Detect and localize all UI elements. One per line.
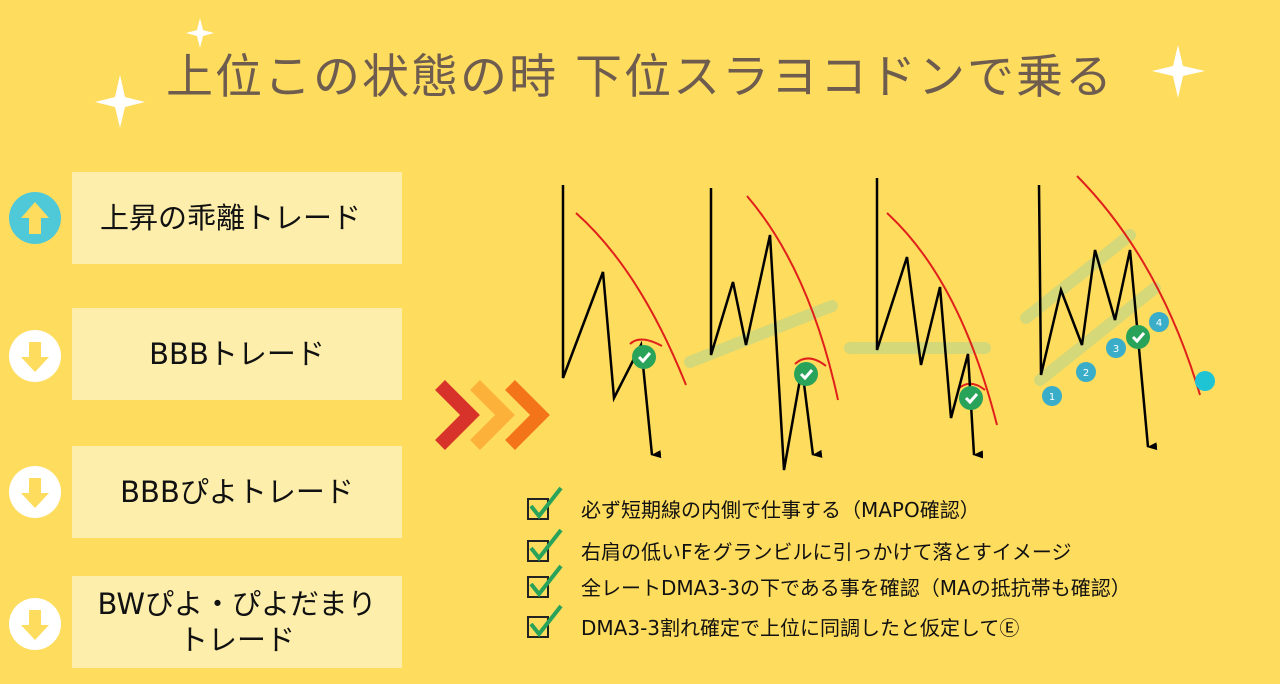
- trade-card-label: BBBトレード: [149, 336, 325, 371]
- checkbox-checked-icon: [527, 604, 563, 638]
- trade-card-label: 上昇の乖離トレード: [100, 200, 362, 235]
- step-marker-1: 1: [1049, 392, 1055, 403]
- down-arrow-icon: [9, 466, 61, 518]
- trade-card-bbb[interactable]: BBBトレード: [72, 308, 402, 400]
- price-line: [561, 178, 1158, 471]
- sparkle-icon: [95, 18, 1205, 128]
- trade-card-upward-divergence[interactable]: 上昇の乖離トレード: [72, 172, 402, 264]
- up-arrow-icon: [9, 192, 61, 244]
- moving-average-line: [575, 175, 1201, 426]
- down-arrow-icon: [9, 330, 61, 382]
- checklist-text: 全レートDMA3-3の下である事を確認（MAの抵抗帯も確認）: [581, 576, 1131, 600]
- checklist-item: 右肩の低いFをグランビルに引っかけて落とすイメージ: [527, 528, 1072, 565]
- step-marker-2: 2: [1083, 368, 1089, 379]
- checkbox-checked-icon: [527, 486, 563, 520]
- checklist-item: 必ず短期線の内側で仕事する（MAPO確認）: [527, 486, 980, 523]
- trade-card-label: BWぴよ・ぴよだまり トレード: [97, 586, 377, 657]
- check-icon: [957, 384, 985, 412]
- step-markers: 1 2 3 4: [1042, 312, 1215, 406]
- page-title: 上位この状態の時 下位スラヨコドンで乗る: [166, 50, 1114, 105]
- down-arrow-icon: [9, 598, 61, 650]
- trade-card-bbb-piyo[interactable]: BBBぴよトレード: [72, 446, 402, 538]
- checklist-text: 右肩の低いFをグランビルに引っかけて落とすイメージ: [581, 540, 1072, 564]
- check-icon: [792, 360, 820, 388]
- target-dot: [1195, 371, 1215, 391]
- check-icon: [630, 343, 658, 371]
- step-marker-4: 4: [1156, 318, 1162, 329]
- trade-card-bw-piyo[interactable]: BWぴよ・ぴよだまり トレード: [72, 576, 402, 668]
- checkbox-checked-icon: [527, 528, 563, 562]
- checkbox-checked-icon: [527, 564, 563, 598]
- check-icon: [1124, 323, 1152, 351]
- checklist-text: DMA3-3割れ確定で上位に同調したと仮定してⒺ: [581, 616, 1020, 640]
- chevron-arrows-icon: [435, 380, 550, 450]
- checklist-item: DMA3-3割れ確定で上位に同調したと仮定してⒺ: [527, 604, 1020, 641]
- checklist-item: 全レートDMA3-3の下である事を確認（MAの抵抗帯も確認）: [527, 564, 1131, 601]
- trade-card-label: BBBぴよトレード: [120, 474, 354, 509]
- step-marker-3: 3: [1113, 344, 1119, 355]
- checklist-text: 必ず短期線の内側で仕事する（MAPO確認）: [581, 498, 980, 522]
